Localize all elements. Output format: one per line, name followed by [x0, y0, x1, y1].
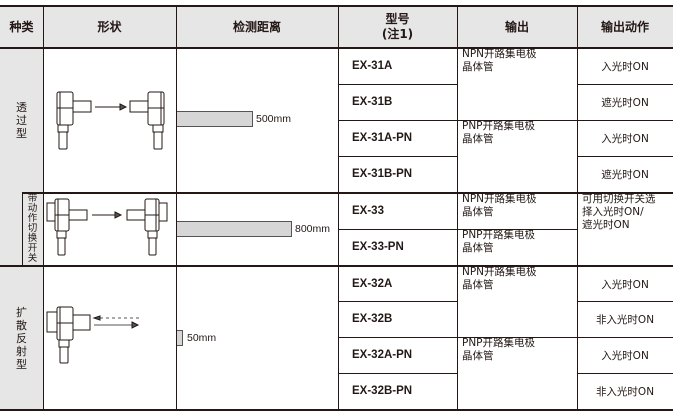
- output-cell: NPN开路集电极 晶体管: [462, 193, 537, 218]
- action-cell: 非入光时ON: [595, 385, 655, 398]
- action-cell: 非入光时ON: [595, 313, 655, 326]
- header-output: 输出: [504, 20, 529, 34]
- model-cell: EX-32B-PN: [352, 385, 413, 397]
- distance-bar-500: [177, 111, 253, 127]
- col-divider: [176, 5, 177, 410]
- header-model: 型号 (注1): [338, 5, 457, 48]
- header-type: 种类: [9, 20, 34, 34]
- col-divider: [43, 5, 44, 410]
- col-divider: [577, 5, 578, 410]
- action-cell: 遮光时ON: [601, 96, 649, 109]
- col-divider: [457, 5, 458, 410]
- table-header: [0, 5, 673, 48]
- output-cell: PNP开路集电极 晶体管: [462, 337, 536, 362]
- model-cell: EX-33-PN: [352, 241, 404, 253]
- type-thru-beam: 透 过 型: [16, 100, 27, 140]
- output-cell: PNP开路集电极 晶体管: [462, 229, 536, 254]
- table-top-border: [0, 5, 673, 7]
- row-divider: [577, 373, 673, 374]
- distance-label-50: 50mm: [187, 332, 217, 344]
- header-model-line2: (注1): [381, 26, 414, 41]
- distance-bar-50: [177, 330, 183, 346]
- output-cell: NPN开路集电极 晶体管: [462, 48, 537, 73]
- type-diffuse-reflective: 扩 散 反 射 型: [16, 305, 27, 371]
- sub-type-divider: [22, 192, 23, 266]
- model-cell: EX-31A-PN: [352, 132, 413, 144]
- row-divider: [338, 301, 457, 302]
- group-divider: [0, 265, 673, 267]
- header-action: 输出动作: [600, 20, 649, 34]
- row-divider: [577, 84, 673, 85]
- header-model-line1: 型号: [385, 11, 410, 26]
- model-cell: EX-32A: [352, 278, 393, 290]
- distance-bar-800: [177, 221, 292, 237]
- action-cell: 入光时ON: [601, 132, 649, 145]
- thru-beam-icon: [56, 91, 165, 150]
- distance-label-800: 800mm: [295, 223, 331, 235]
- output-cell: PNP开路集电极 晶体管: [462, 120, 536, 145]
- header-shape: 形状: [97, 20, 122, 34]
- type-with-switch: 带 动 作 切 换 开 关: [27, 193, 38, 264]
- col-divider: [338, 5, 339, 410]
- action-cell-switchable: 可用切换开关选 择入光时ON/ 遮光时ON: [582, 193, 656, 231]
- row-divider: [338, 120, 673, 121]
- table-bottom-border: [0, 409, 673, 411]
- model-cell: EX-31A: [352, 60, 393, 72]
- row-divider: [577, 156, 673, 157]
- output-cell: NPN开路集电极 晶体管: [462, 266, 537, 291]
- model-cell: EX-33: [352, 205, 384, 217]
- row-divider: [577, 301, 673, 302]
- diffuse-reflective-icon: [46, 306, 140, 364]
- model-cell: EX-31B: [352, 96, 393, 108]
- group-divider: [22, 192, 673, 194]
- header-bottom-border: [0, 47, 673, 49]
- model-cell: EX-32A-PN: [352, 349, 413, 361]
- model-cell: EX-32B: [352, 313, 393, 325]
- action-cell: 入光时ON: [601, 278, 649, 291]
- distance-label-500: 500mm: [256, 113, 292, 125]
- action-cell: 入光时ON: [601, 349, 649, 362]
- action-cell: 遮光时ON: [601, 168, 649, 181]
- type-column-bg: [0, 48, 43, 410]
- thru-beam-switch-icon: [46, 198, 168, 256]
- model-cell: EX-31B-PN: [352, 168, 413, 180]
- row-divider: [338, 156, 457, 157]
- header-distance: 检测距离: [232, 20, 281, 34]
- row-divider: [338, 84, 457, 85]
- row-divider: [338, 373, 457, 374]
- action-cell: 入光时ON: [601, 60, 649, 73]
- row-divider: [338, 337, 673, 338]
